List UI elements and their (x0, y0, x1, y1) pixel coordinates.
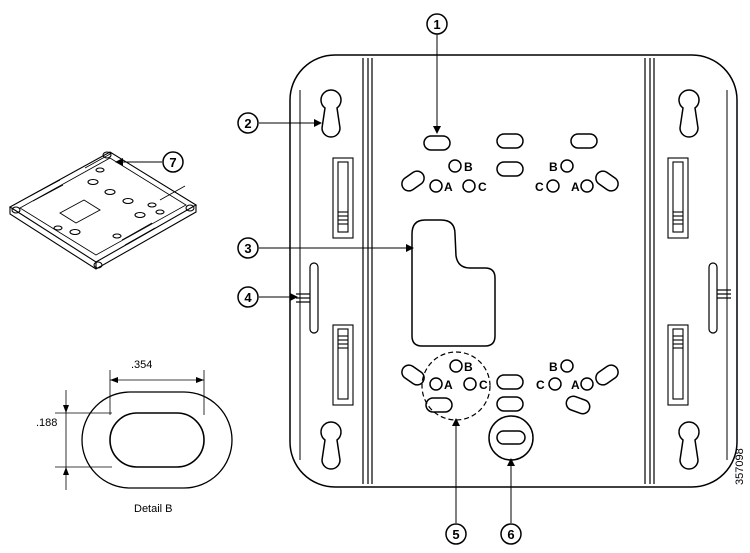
bracket-isometric-view (8, 151, 198, 270)
hole-a (429, 179, 443, 193)
oval-slot (496, 161, 524, 177)
oval-slot-angled (595, 170, 619, 192)
callout-number: 3 (244, 241, 251, 256)
callout-number: 1 (433, 17, 440, 32)
leader-arrowheads (115, 119, 515, 466)
left-rail (362, 58, 373, 484)
callout-circle (445, 523, 467, 545)
side-tab-left (296, 262, 319, 334)
detail-slot (109, 412, 205, 468)
oval-slot (496, 396, 524, 412)
hole-a (580, 377, 594, 391)
callout-number: 6 (507, 527, 514, 542)
oval-slot-angled (401, 364, 425, 386)
side-tab-right (708, 262, 731, 334)
rib-slot-lower-right (667, 324, 689, 406)
security-slot (496, 430, 526, 445)
hole-label-c: C (478, 180, 487, 194)
callout-circle (237, 286, 259, 308)
hole-a (429, 377, 443, 391)
hole-c (462, 179, 476, 193)
rib-slot-upper-left (332, 157, 354, 239)
cable-cutout (411, 219, 496, 347)
hole-label-b: B (549, 160, 558, 174)
detail-b-drawing (55, 370, 233, 490)
hole-label-c: C (535, 180, 544, 194)
leader-lines (121, 34, 512, 523)
rib-slot-lower-left (332, 324, 354, 406)
oval-slot-angled (401, 170, 425, 192)
keyhole-slot-top-right (678, 89, 700, 138)
security-slot-ring (488, 415, 534, 461)
oval-slot (423, 135, 451, 151)
oval-slot (496, 133, 524, 149)
oval-slot (425, 397, 453, 413)
detail-dimension-arrows (63, 377, 204, 475)
detail-dimension-lines (55, 370, 205, 490)
callout-number: 7 (169, 155, 176, 170)
dimension-height-label: .188 (36, 417, 57, 429)
hole-b (560, 159, 574, 173)
oval-slot-angled (595, 364, 619, 386)
detail-b-circle (421, 351, 491, 421)
callout-circle (500, 523, 522, 545)
detail-caption: Detail B (134, 503, 173, 515)
bracket-edge-shadow (299, 90, 728, 460)
callout-number: 5 (452, 527, 459, 542)
rib-slot-upper-right (667, 157, 689, 239)
hole-label-a: A (444, 378, 453, 392)
hole-label-a: A (571, 378, 580, 392)
hole-c (546, 179, 560, 193)
bracket-plate (289, 54, 738, 488)
hole-b (560, 359, 574, 373)
dimension-width-label: .354 (131, 359, 152, 371)
keyhole-slot-top-left (320, 89, 342, 138)
hole-c (463, 377, 477, 391)
right-rail (644, 58, 655, 484)
callout-circle (237, 237, 259, 259)
hole-label-b: B (464, 360, 473, 374)
hole-label-b: B (464, 160, 473, 174)
callout-circle (162, 151, 184, 173)
oval-slot (496, 374, 524, 390)
keyhole-slot-bottom-left (320, 421, 342, 470)
hole-c (548, 377, 562, 391)
detail-outer-oval (81, 391, 233, 489)
hole-b (448, 159, 462, 173)
hole-label-a: A (444, 180, 453, 194)
callout-number: 4 (244, 290, 252, 305)
hole-label-b: B (549, 360, 558, 374)
figure-id: 357098 (734, 448, 746, 485)
hole-label-a: A (571, 180, 580, 194)
oval-slot-angled (565, 395, 591, 415)
callout-number: 2 (244, 116, 251, 131)
hole-b (449, 359, 463, 373)
keyhole-slot-bottom-right (678, 421, 700, 470)
hole-label-c: C (479, 378, 488, 392)
hole-label-c: C (536, 378, 545, 392)
callout-circle (426, 13, 448, 35)
oval-slot (570, 133, 598, 149)
hole-a (580, 179, 594, 193)
callout-circle (237, 112, 259, 134)
